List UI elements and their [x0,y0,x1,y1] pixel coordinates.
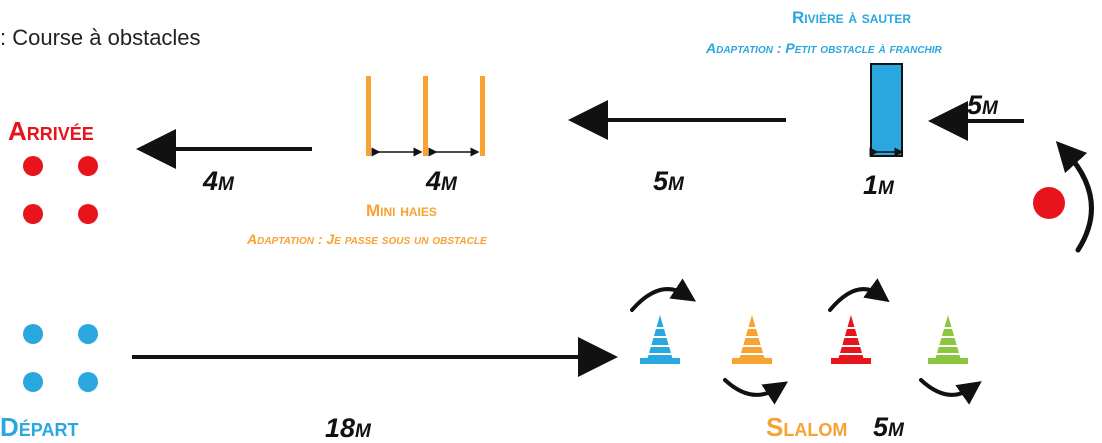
red-dot [23,204,43,224]
river-to-hurdles-distance: 5m [653,166,684,196]
cone-green [928,315,968,364]
departure-markers [23,324,98,392]
blue-dot [23,372,43,392]
river-title: Rivière à sauter [792,8,912,27]
red-dot [78,204,98,224]
curve-arrow-under [723,378,789,405]
mini-hurdles [366,76,485,157]
hurdle [423,76,428,156]
curve-arrow-over [630,278,697,312]
red-dot [23,156,43,176]
curve-arrow-over [828,278,890,312]
river-adaptation: Adaptation : Petit obstacle à franchir [706,40,942,56]
departure-label: Départ [0,412,79,442]
to-river-distance: 5m [967,90,998,120]
start-distance: 18m [325,413,371,443]
hurdle [480,76,485,156]
cone-red [831,315,871,364]
blue-dot [78,324,98,344]
river-obstacle [870,63,903,157]
arrival-label: Arrivée [8,116,94,146]
slalom-label: Slalom [766,412,848,442]
hurdles-title: Mini haies [366,201,437,220]
slalom-cones [640,315,968,364]
curve-arrow-under [919,378,982,405]
cone-orange [732,315,772,364]
hurdle-gap-2-distance: 4m [426,166,457,196]
slalom-distance: 5m [873,412,904,442]
cone-blue [640,315,680,364]
page-title: : Course à obstacles [0,25,201,50]
hurdle-gap-1-distance: 4m [203,166,234,196]
hurdle [366,76,371,156]
arrival-markers [23,156,98,224]
turn-arrow [1055,140,1094,253]
blue-dot [23,324,43,344]
river-width-distance: 1m [863,170,894,200]
slalom-curve-arrows [630,278,982,405]
red-ball [1033,187,1065,219]
hurdles-adaptation: Adaptation : Je passe sous un obstacle [247,231,487,247]
red-dot [78,156,98,176]
blue-dot [78,372,98,392]
